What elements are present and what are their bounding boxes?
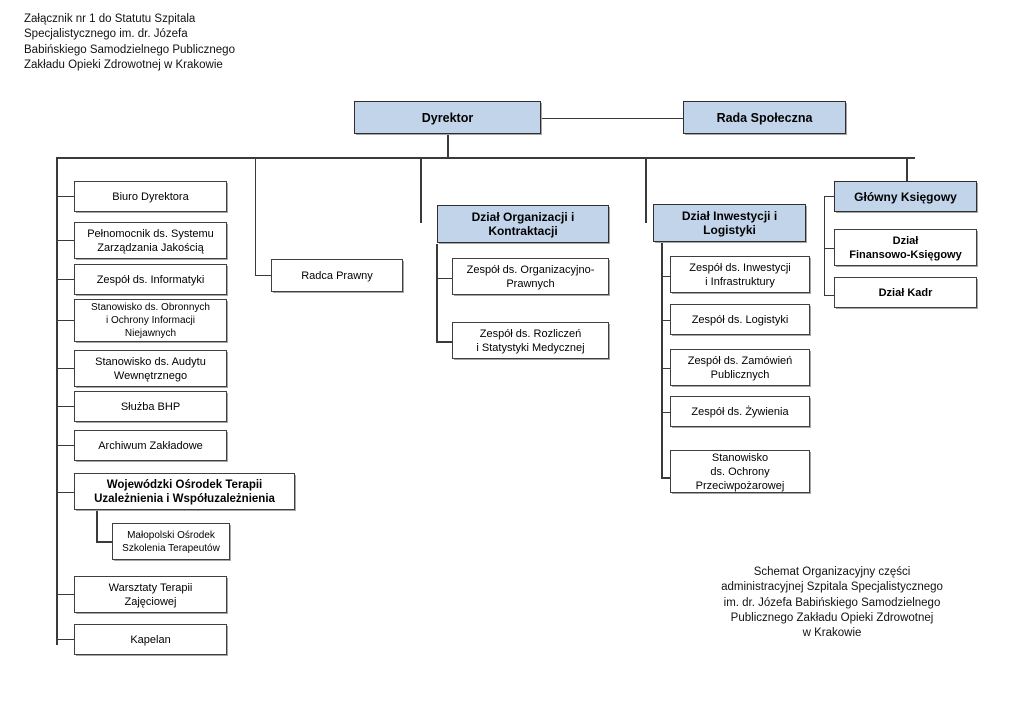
node-zespol-zywienia[interactable]: Zespół ds. Żywienia: [670, 396, 810, 427]
main-bus: [56, 157, 915, 159]
node-dzial-organizacji[interactable]: Dział Organizacji i Kontraktacji: [437, 205, 609, 243]
node-glowny-ksiegowy[interactable]: Główny Księgowy: [834, 181, 977, 212]
bus-drop-radca: [255, 157, 256, 275]
footer-caption: Schemat Organizacyjny części administrac…: [721, 566, 943, 640]
bus-drop-dzial-organizacji: [420, 157, 422, 223]
stub-glowny-ksiegowy: [824, 196, 834, 197]
stub-zespol-org-prawny: [436, 278, 452, 279]
node-stanowisko-audyt[interactable]: Stanowisko ds. Audytu Wewnętrznego: [74, 350, 227, 387]
node-warsztaty-terapii[interactable]: Warsztaty Terapii Zajęciowej: [74, 576, 227, 613]
node-dzial-kadr[interactable]: Dział Kadr: [834, 277, 977, 308]
node-zespol-logistyki[interactable]: Zespół ds. Logistyki: [670, 304, 810, 335]
node-wotuiw[interactable]: Wojewódzki Ośrodek Terapii Uzależnienia …: [74, 473, 295, 510]
spine-dzial-inwestycji: [661, 242, 663, 478]
stub-zespol-zywienia: [661, 412, 677, 413]
stub-dzial-finansowo: [824, 248, 834, 249]
stub-biuro-dyrektora: [56, 196, 74, 197]
node-zespol-organizacyjno-prawnych[interactable]: Zespół ds. Organizacyjno- Prawnych: [452, 258, 609, 295]
stub-most: [96, 541, 112, 543]
stub-wotuiw: [56, 492, 74, 493]
node-biuro-dyrektora[interactable]: Biuro Dyrektora: [74, 181, 227, 212]
node-malopolski-osrodek[interactable]: Małopolski Ośrodek Szkolenia Terapeutów: [112, 523, 230, 560]
node-zespol-rozliczen[interactable]: Zespół ds. Rozliczeń i Statystyki Medycz…: [452, 322, 609, 359]
node-radca-prawny[interactable]: Radca Prawny: [271, 259, 403, 292]
bus-drop-dzial-inwestycji: [645, 157, 647, 223]
node-dzial-inwestycji[interactable]: Dział Inwestycji i Logistyki: [653, 204, 806, 242]
node-stanowisko-obronne[interactable]: Stanowisko ds. Obronnych i Ochrony Infor…: [74, 299, 227, 342]
stub-dzial-kadr: [824, 295, 834, 296]
node-zespol-inwestycji[interactable]: Zespół ds. Inwestycji i Infrastruktury: [670, 256, 810, 293]
edge-wotuiw-most: [96, 510, 98, 542]
stub-bhp: [56, 406, 74, 407]
stub-radca-prawny: [255, 275, 271, 276]
stub-zespol-rozliczen: [436, 341, 452, 343]
bus-drop-left-spine: [56, 157, 58, 645]
stub-zespol-logistyki: [661, 320, 677, 321]
node-rada-spoleczna[interactable]: Rada Społeczna: [683, 101, 846, 134]
stub-audyt: [56, 368, 74, 369]
node-kapelan[interactable]: Kapelan: [74, 624, 227, 655]
stub-obronne: [56, 320, 74, 321]
spine-glowny-ksiegowy: [824, 196, 825, 296]
stub-archiwum: [56, 445, 74, 446]
stub-zespol-zamowien: [661, 368, 677, 369]
edge-dyrektor-rada: [541, 118, 683, 119]
stub-warsztaty: [56, 594, 74, 595]
stub-kapelan: [56, 639, 74, 640]
node-stanowisko-ppoz[interactable]: Stanowisko ds. Ochrony Przeciwpożarowej: [670, 450, 810, 493]
stub-pelnomocnik: [56, 240, 74, 241]
edge-dyrektor-stem: [447, 134, 449, 158]
node-pelnomocnik-jakosc[interactable]: Pełnomocnik ds. Systemu Zarządzania Jako…: [74, 222, 227, 259]
node-dzial-finansowo-ksiegowy[interactable]: Dział Finansowo-Księgowy: [834, 229, 977, 266]
node-sluzba-bhp[interactable]: Służba BHP: [74, 391, 227, 422]
node-dyrektor[interactable]: Dyrektor: [354, 101, 541, 134]
bus-drop-glowny-ksiegowy: [906, 157, 908, 181]
node-zespol-zamowien[interactable]: Zespół ds. Zamówień Publicznych: [670, 349, 810, 386]
stub-zespol-inwestycji: [661, 276, 677, 277]
node-zespol-informatyki[interactable]: Zespół ds. Informatyki: [74, 264, 227, 295]
spine-dzial-organizacji: [436, 244, 438, 342]
node-archiwum-zakladowe[interactable]: Archiwum Zakładowe: [74, 430, 227, 461]
stub-stanowisko-ppoz: [661, 477, 677, 479]
header-note: Załącznik nr 1 do Statutu Szpitala Specj…: [24, 13, 235, 71]
stub-informatyki: [56, 279, 74, 280]
